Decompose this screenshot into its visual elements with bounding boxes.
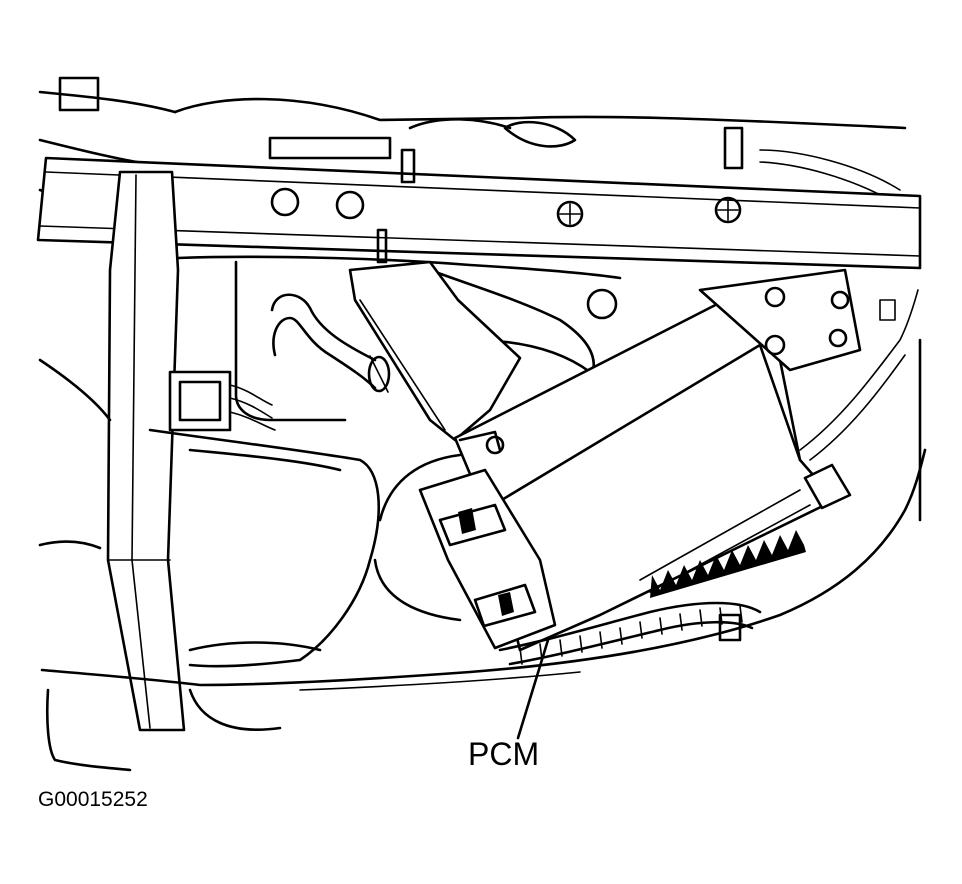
crossmember-beam xyxy=(36,148,922,270)
lower-frame xyxy=(40,338,927,772)
coolant-hose xyxy=(270,293,391,393)
pcm-leader-line xyxy=(516,638,550,740)
pcm-mounting-bracket xyxy=(348,228,522,442)
vertical-pillar xyxy=(106,170,186,732)
electrical-connector xyxy=(168,370,276,432)
panel-bolt xyxy=(586,288,618,320)
pcm-module xyxy=(418,268,862,652)
beam-nut-2 xyxy=(714,196,742,224)
beam-nut-1 xyxy=(556,200,584,228)
beam-bolt-2 xyxy=(335,190,365,220)
pcm-callout-label: PCM xyxy=(468,736,540,772)
beam-bolt-1 xyxy=(270,187,300,217)
figure-id-label: G00015252 xyxy=(38,788,148,811)
wiring-harness xyxy=(373,289,919,666)
air-duct xyxy=(38,358,380,668)
